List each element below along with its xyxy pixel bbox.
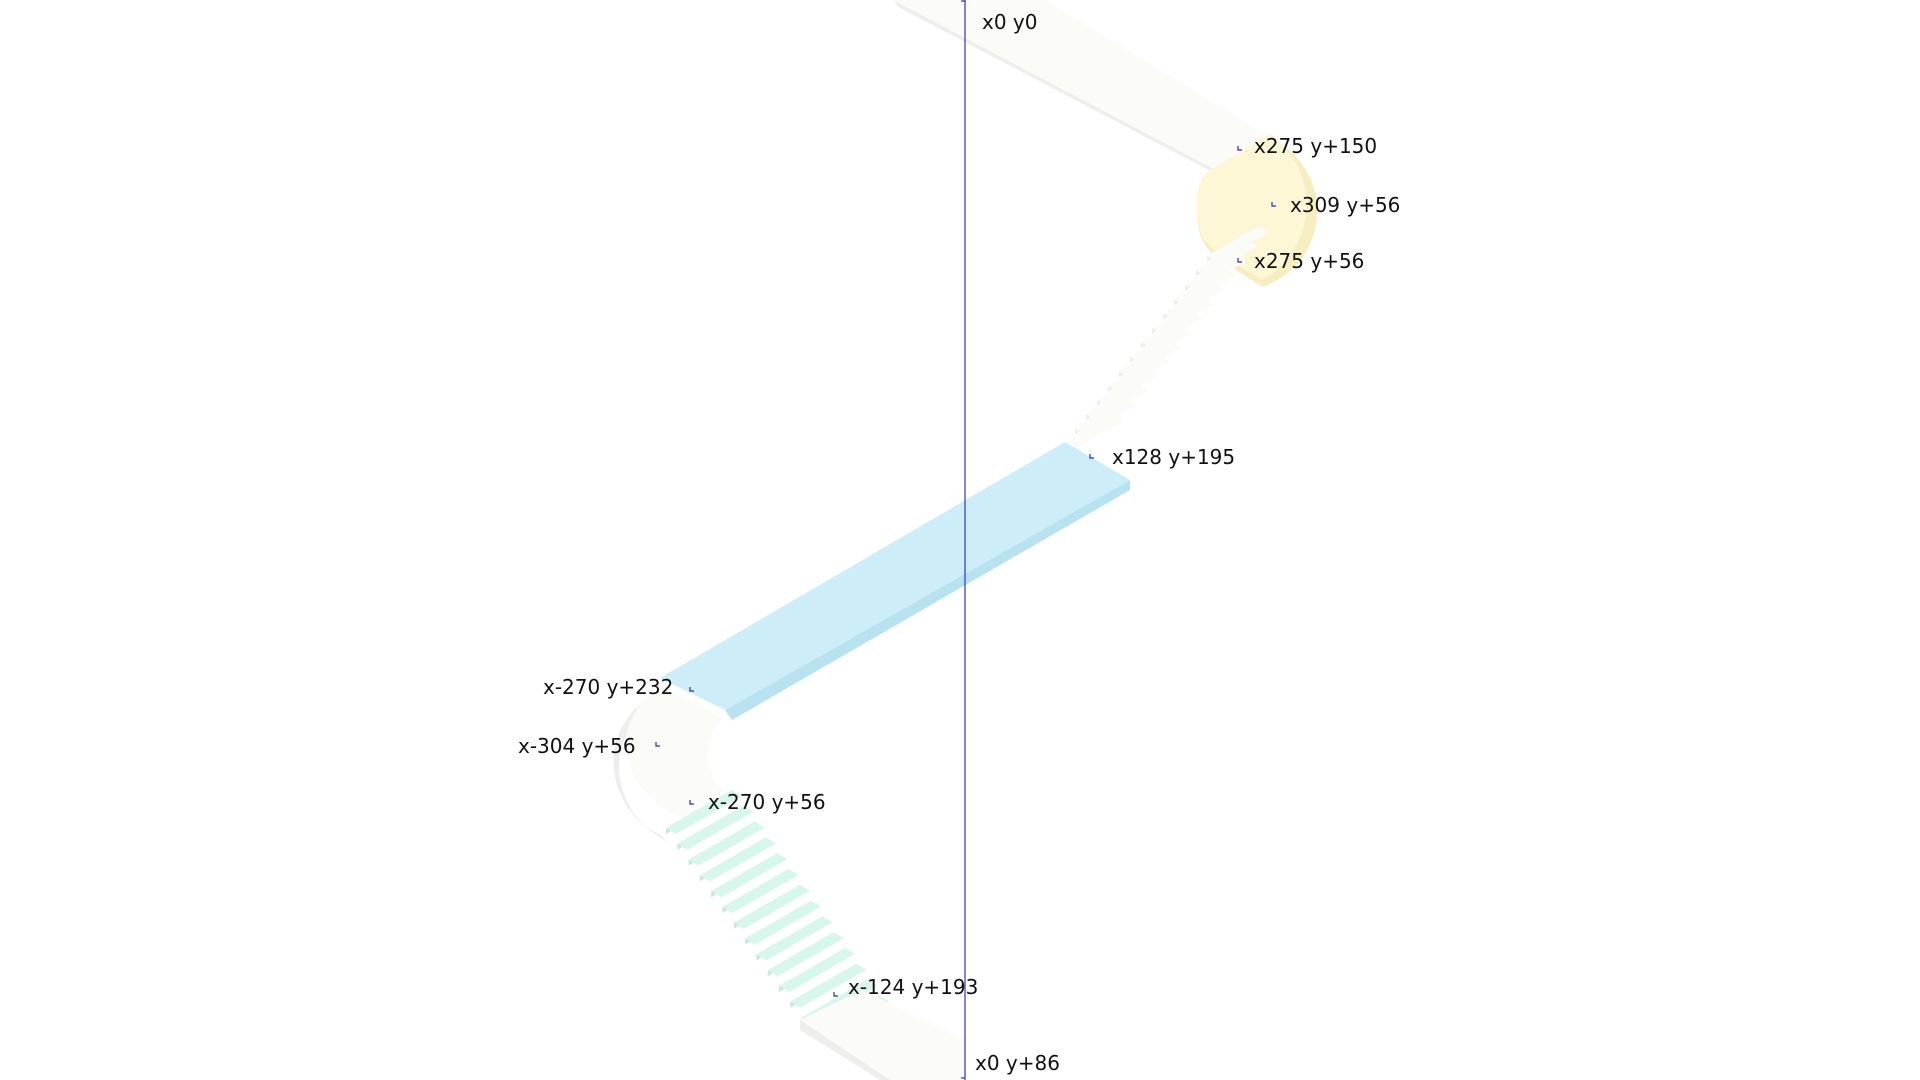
upper-step-tread: [1119, 341, 1181, 378]
upper-stair-flight: [1064, 226, 1269, 450]
lower-step-tread: [790, 963, 867, 1008]
lower-step-tread: [779, 948, 855, 992]
label-p5: x-270 y+232: [543, 675, 673, 699]
lower-landing-surface: [626, 688, 735, 822]
lower-step-tread: [688, 821, 765, 866]
marker-p4-icon: [1089, 454, 1094, 459]
label-p8: x-124 y+193: [848, 975, 978, 999]
label-p6: x-304 y+56: [518, 734, 636, 758]
label-p2: x309 y+56: [1290, 193, 1400, 217]
marker-p1-icon: [1237, 146, 1242, 151]
middle-landing-surface: [660, 442, 1130, 710]
upper-step-tread: [1174, 269, 1236, 306]
upper-step-tread: [1097, 370, 1159, 406]
lower-step-tread: [733, 884, 810, 929]
marker-p3-icon: [1237, 258, 1242, 263]
label-p4: x128 y+195: [1112, 445, 1235, 469]
marker-p7-icon: [689, 800, 694, 805]
lower-step-tread: [666, 790, 742, 834]
label-p1: x275 y+150: [1254, 134, 1377, 158]
bottom-walkway: [800, 990, 965, 1080]
lower-step-tread: [677, 805, 754, 850]
upper-step-tread: [1064, 413, 1126, 450]
top-walkway-side: [893, 0, 1220, 176]
marker-p5-icon: [689, 687, 694, 692]
lower-step-tread: [767, 932, 844, 977]
marker-p2-icon: [1271, 202, 1276, 207]
lower-step-tread: [699, 837, 776, 882]
lower-step-tread: [722, 869, 799, 913]
top-walkway: [893, 0, 1275, 176]
lower-step-tread: [756, 916, 833, 961]
lower-landing-edge: [613, 690, 670, 842]
upper-step-tread: [1086, 384, 1148, 421]
label-origin: x0 y0: [982, 10, 1037, 34]
label-p3: x275 y+56: [1254, 249, 1364, 273]
upper-step-tread: [1152, 298, 1214, 334]
label-p7: x-270 y+56: [708, 790, 826, 814]
upper-landing-surface: [1196, 134, 1307, 280]
middle-landing: [660, 442, 1130, 720]
lower-step-tread: [745, 900, 822, 945]
bottom-walkway-surface: [800, 990, 965, 1080]
label-end: x0 y+86: [975, 1051, 1060, 1075]
middle-landing-side: [725, 480, 1130, 720]
upper-step-tread: [1075, 398, 1137, 435]
marker-p6-icon: [655, 742, 660, 747]
upper-step-tread: [1196, 240, 1258, 277]
upper-step-tread: [1130, 326, 1192, 363]
upper-step-tread: [1185, 254, 1247, 291]
upper-step-tread: [1141, 312, 1203, 349]
lower-landing: [613, 688, 735, 842]
lower-step-tread: [711, 853, 788, 898]
bottom-walkway-side: [800, 1020, 890, 1080]
upper-step-tread: [1207, 226, 1269, 262]
top-walkway-surface: [893, 0, 1275, 168]
upper-step-tread: [1108, 355, 1170, 392]
marker-p8-icon: [833, 992, 838, 997]
upper-step-tread: [1163, 283, 1225, 320]
